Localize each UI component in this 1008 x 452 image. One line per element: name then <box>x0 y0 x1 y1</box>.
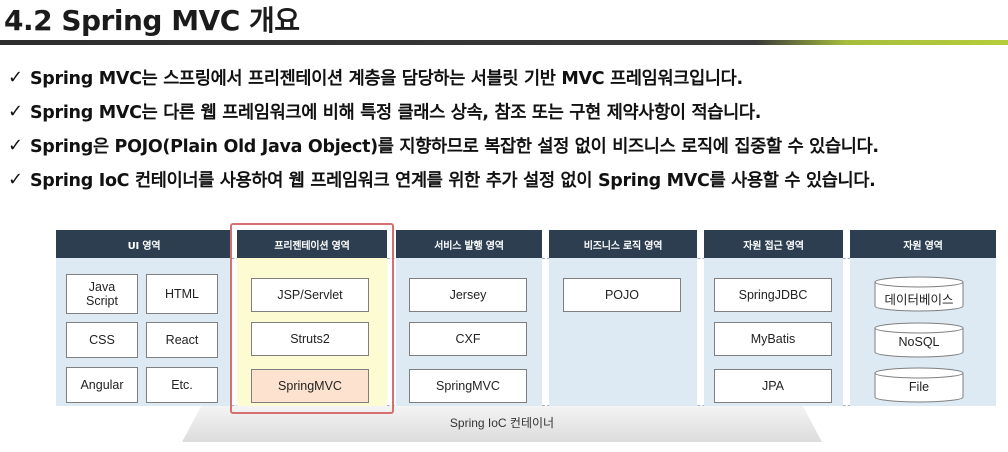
column-header: 비즈니스 로직 영역 <box>549 230 697 258</box>
check-icon: ✓ <box>8 66 23 88</box>
database-cylinder-icon: File <box>874 367 964 403</box>
column-header: UI 영역 <box>56 230 232 258</box>
bullet-item: ✓ Spring은 POJO(Plain Old Java Object)를 지… <box>8 128 1004 162</box>
ioc-container-label: Spring IoC 컨테이너 <box>449 416 555 430</box>
column-header: 서비스 발행 영역 <box>396 230 542 258</box>
layer-item: SpringJDBC <box>714 278 832 312</box>
layer-item: MyBatis <box>714 322 832 356</box>
springmvc-highlight-item: SpringMVC <box>251 369 369 403</box>
cylinder-label: NoSQL <box>898 335 940 349</box>
page-title: 4.2 Spring MVC 개요 <box>4 4 300 37</box>
layer-item: Struts2 <box>251 322 369 356</box>
layer-item: React <box>146 322 218 358</box>
presentation-highlight-frame <box>230 223 394 414</box>
layer-item: Jersey <box>409 278 527 312</box>
title-underline <box>0 40 1008 45</box>
layer-item: CSS <box>66 322 138 358</box>
column-presentation: 프리젠테이션 영역 JSP/Servlet Struts2 SpringMVC <box>237 230 387 406</box>
layer-item: JSP/Servlet <box>251 278 369 312</box>
layer-item: Java Script <box>66 274 138 314</box>
bullet-text: Spring MVC는 다른 웹 프레임워크에 비해 특정 클래스 상속, 참조… <box>30 102 762 123</box>
bullet-item: ✓ Spring IoC 컨테이너를 사용하여 웹 프레임워크 연계를 위한 추… <box>8 162 1004 196</box>
architecture-diagram: Spring IoC 컨테이너 UI 영역 Java Script HTML C… <box>0 220 1008 452</box>
check-icon: ✓ <box>8 168 23 190</box>
check-icon: ✓ <box>8 134 23 156</box>
cylinder-label: 데이터베이스 <box>884 293 954 307</box>
database-cylinder-icon: 데이터베이스 <box>874 276 964 312</box>
column-header: 자원 영역 <box>850 230 996 258</box>
check-icon: ✓ <box>8 100 23 122</box>
layer-item: POJO <box>563 278 681 312</box>
database-cylinder-icon: NoSQL <box>874 322 964 358</box>
layer-item: JPA <box>714 369 832 403</box>
column-header: 자원 접근 영역 <box>704 230 843 258</box>
bullet-text: Spring MVC는 스프링에서 프리젠테이션 계층을 담당하는 서블릿 기반… <box>30 68 743 89</box>
cylinder-label: File <box>908 380 930 394</box>
layer-item: Etc. <box>146 367 218 403</box>
layer-item: HTML <box>146 274 218 314</box>
layer-item: SpringMVC <box>409 369 527 403</box>
bullet-item: ✓ Spring MVC는 다른 웹 프레임워크에 비해 특정 클래스 상속, … <box>8 94 1004 128</box>
layer-item: CXF <box>409 322 527 356</box>
bullet-list: ✓ Spring MVC는 스프링에서 프리젠테이션 계층을 담당하는 서블릿 … <box>8 60 1004 196</box>
column-header: 프리젠테이션 영역 <box>237 230 387 258</box>
column-business: 비즈니스 로직 영역 POJO <box>549 230 697 406</box>
column-ui: UI 영역 Java Script HTML CSS React Angular… <box>56 230 232 406</box>
bullet-text: Spring은 POJO(Plain Old Java Object)를 지향하… <box>30 136 879 157</box>
column-service: 서비스 발행 영역 Jersey CXF SpringMVC <box>396 230 542 406</box>
column-resource: 자원 영역 데이터베이스 NoSQL File <box>850 230 996 406</box>
bullet-text: Spring IoC 컨테이너를 사용하여 웹 프레임워크 연계를 위한 추가 … <box>30 170 876 191</box>
bullet-item: ✓ Spring MVC는 스프링에서 프리젠테이션 계층을 담당하는 서블릿 … <box>8 60 1004 94</box>
layer-item: Angular <box>66 367 138 403</box>
column-resource-access: 자원 접근 영역 SpringJDBC MyBatis JPA <box>704 230 843 406</box>
